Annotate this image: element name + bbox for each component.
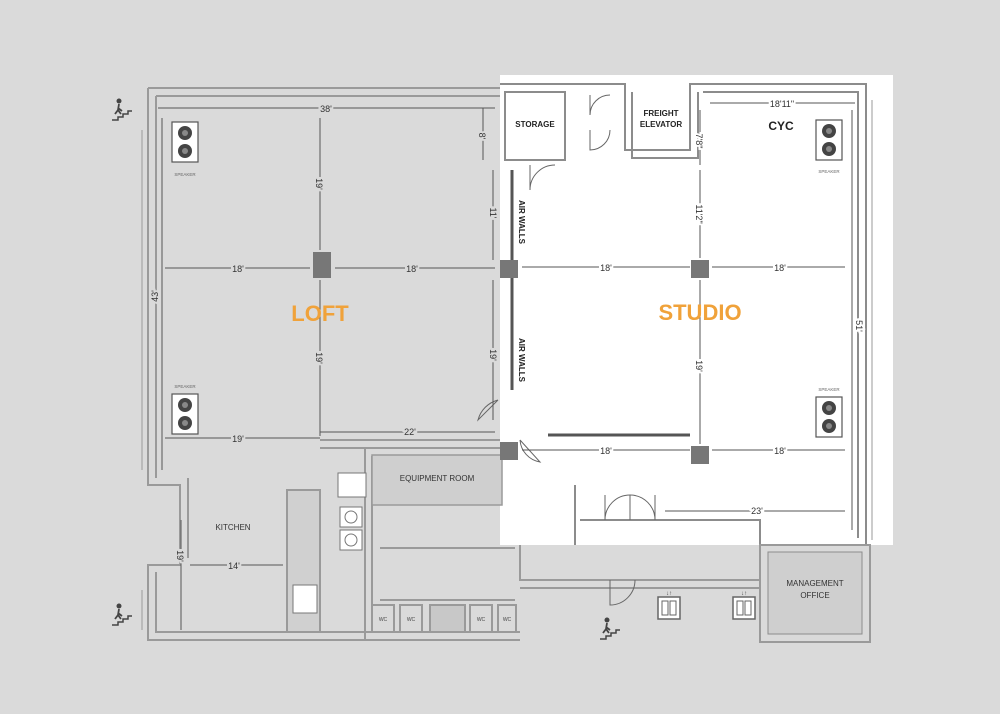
stairs-icon bbox=[111, 602, 133, 626]
room-label-management: MANAGEMENT bbox=[786, 579, 843, 588]
speaker-label: SPEAKER bbox=[818, 387, 840, 392]
room-label-kitchen: KITCHEN bbox=[215, 523, 250, 532]
room-label-equipment: EQUIPMENT ROOM bbox=[400, 474, 475, 483]
dim-loft-height: 43' bbox=[150, 290, 160, 302]
dim-loft-right-18: 18' bbox=[406, 264, 418, 274]
wc-label: WC bbox=[503, 617, 512, 623]
wc-label: WC bbox=[477, 617, 486, 623]
dim-studio-bottom-left-18: 18' bbox=[600, 446, 612, 456]
room-label-studio: STUDIO bbox=[658, 300, 741, 325]
equipment-room bbox=[371, 454, 503, 506]
dim-loft-bottom-19: 19' bbox=[232, 434, 244, 444]
dim-studio-height: 51' bbox=[854, 320, 864, 332]
dim-studio-top: 18'11" bbox=[770, 99, 794, 109]
elevator-icon bbox=[732, 590, 756, 620]
wc-label: WC bbox=[407, 617, 416, 623]
room-label-office: OFFICE bbox=[800, 591, 829, 600]
elevator-icon bbox=[657, 590, 681, 620]
air-walls-label: AIR WALLS bbox=[517, 200, 526, 245]
dim-kitchen-14: 14' bbox=[228, 561, 240, 571]
dim-studio-bottom-right-18: 18' bbox=[774, 446, 786, 456]
dim-loft-top-gap: 8' bbox=[477, 133, 487, 140]
stairs-icon bbox=[599, 616, 621, 640]
washer-icon bbox=[344, 510, 358, 524]
stairs-icon bbox=[111, 97, 133, 121]
dim-studio-112: 11'2" bbox=[694, 204, 704, 223]
dim-studio-bottom-23: 23' bbox=[751, 506, 763, 516]
speaker-icon bbox=[171, 121, 199, 163]
dim-kitchen-19: 19' bbox=[175, 550, 185, 562]
dim-loft-right-19: 19' bbox=[488, 349, 498, 361]
column-icon bbox=[313, 252, 709, 464]
air-walls-label: AIR WALLS bbox=[517, 338, 526, 383]
speaker-icon bbox=[815, 396, 843, 438]
wc-label: WC bbox=[379, 617, 388, 623]
dim-loft-bottom-22: 22' bbox=[404, 427, 416, 437]
speaker-label: SPEAKER bbox=[174, 384, 196, 389]
speaker-label: SPEAKER bbox=[818, 169, 840, 174]
dim-studio-right-18: 18' bbox=[774, 263, 786, 273]
dim-loft-width: 38' bbox=[320, 104, 332, 114]
room-label-cyc: CYC bbox=[768, 119, 794, 133]
door-swing-icon bbox=[477, 94, 656, 606]
room-label-freight: FREIGHT bbox=[643, 109, 678, 118]
speaker-icon bbox=[815, 119, 843, 161]
dim-loft-right-11: 11' bbox=[488, 207, 498, 218]
loft-walls bbox=[147, 87, 520, 641]
sink-icon bbox=[292, 584, 318, 614]
room-label-storage: STORAGE bbox=[515, 120, 555, 129]
studio-walls bbox=[500, 83, 867, 545]
dim-studio-mid-19: 19' bbox=[694, 360, 704, 372]
dim-studio-78: 7'8" bbox=[694, 134, 704, 149]
room-label-loft: LOFT bbox=[291, 301, 349, 326]
speaker-label: SPEAKER bbox=[174, 172, 196, 177]
dim-loft-mid-upper: 19' bbox=[314, 178, 324, 190]
room-label-elevator: ELEVATOR bbox=[640, 120, 682, 129]
dim-loft-left-18: 18' bbox=[232, 264, 244, 274]
management-office-room bbox=[767, 551, 863, 635]
dim-loft-mid-lower: 19' bbox=[314, 352, 324, 364]
speaker-icon bbox=[171, 393, 199, 435]
dim-studio-left-18: 18' bbox=[600, 263, 612, 273]
